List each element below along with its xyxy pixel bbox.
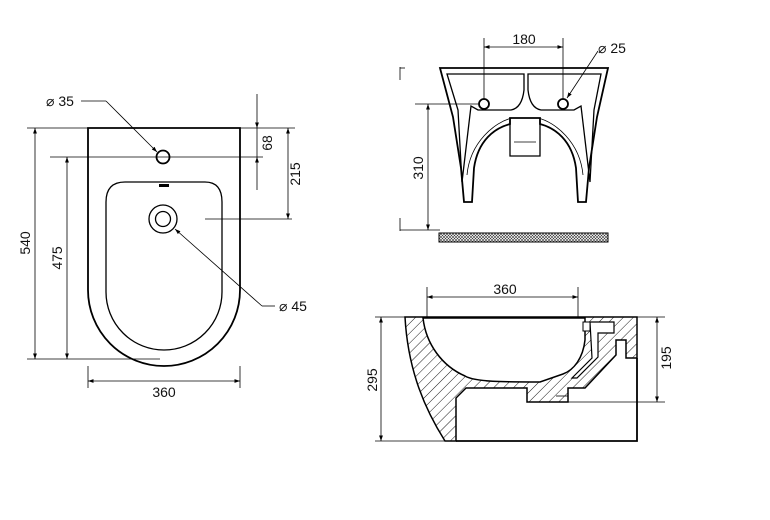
top-view: ⌀ 35 68 215 540 475 360 ⌀ 45 (17, 93, 307, 400)
side-section: 360 295 195 (364, 281, 674, 442)
side-section-channel (570, 321, 615, 379)
fixing-hole-diameter-label: ⌀ 25 (598, 40, 626, 56)
depth-label: 360 (493, 281, 517, 297)
height-label: 295 (364, 368, 380, 392)
top-view-outline (87, 127, 241, 367)
rear-view-outer (438, 67, 610, 203)
hole-height-label: 310 (410, 156, 426, 180)
tap-hole-diameter-label: ⌀ 35 (46, 93, 74, 109)
bowl-offset-label: 215 (287, 162, 303, 186)
rear-view: 180 ⌀ 25 310 (399, 31, 626, 243)
total-length-label: 540 (17, 231, 33, 255)
tap-offset-label: 68 (259, 135, 275, 151)
floor-strip (438, 232, 609, 243)
drain-diameter-label: ⌀ 45 (279, 298, 307, 314)
drain-inner (154, 210, 172, 228)
width-label: 360 (152, 384, 176, 400)
rear-view-inner (446, 73, 525, 183)
side-section-body (456, 358, 638, 442)
outlet-height-label: 195 (658, 346, 674, 370)
side-section-bowl (422, 317, 586, 383)
drain-outer (148, 204, 178, 234)
fixing-hole-leader (566, 50, 599, 99)
side-section-slot (582, 321, 591, 332)
fixing-hole-left (478, 98, 490, 110)
overflow-slot (159, 184, 169, 187)
rear-view-inner-right (527, 73, 602, 183)
rear-outlet (509, 120, 541, 157)
bowl-length-label: 475 (49, 246, 65, 270)
top-view-bowl (105, 181, 223, 351)
hole-spacing-label: 180 (512, 31, 536, 47)
fixing-hole-right (557, 98, 569, 110)
